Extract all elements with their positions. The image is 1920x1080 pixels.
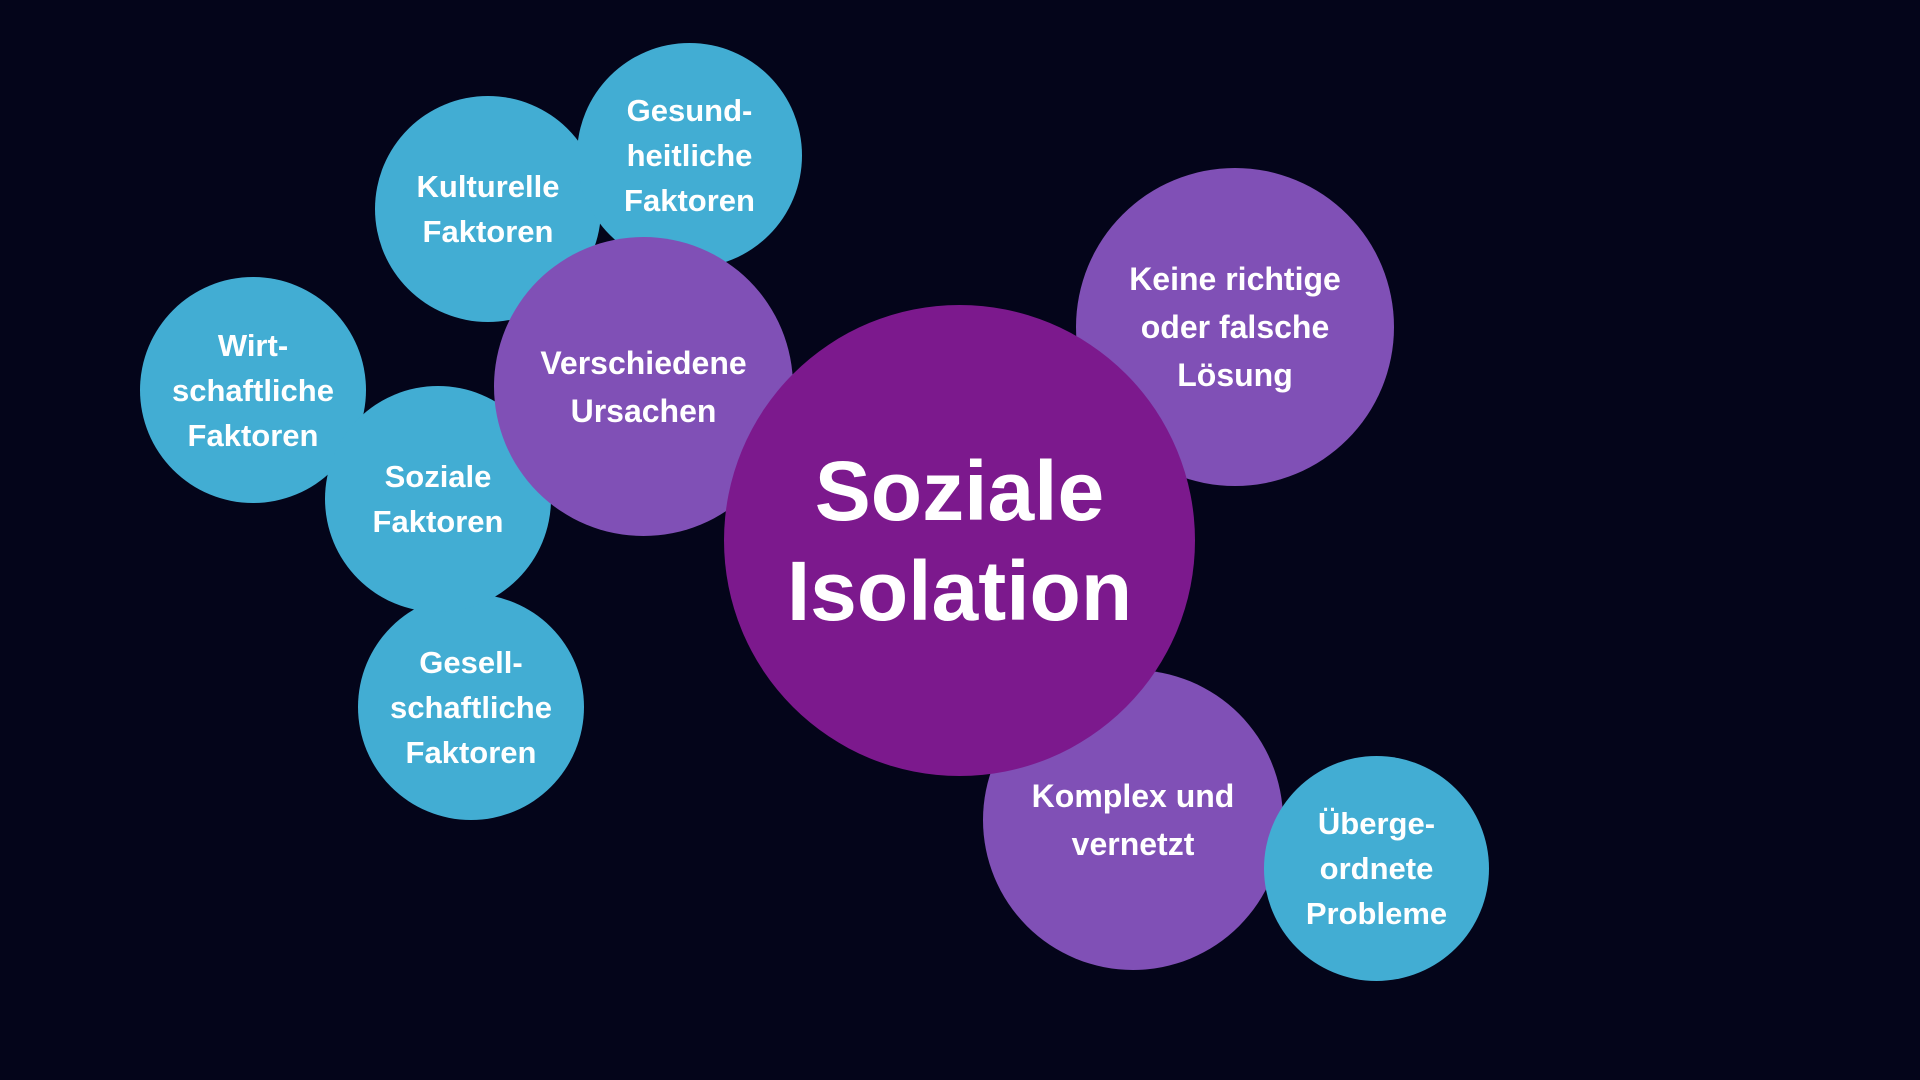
bubble-label: Verschiedene Ursachen — [540, 344, 747, 429]
bubble-label: Gesund- heitliche Faktoren — [624, 93, 755, 218]
central-topic-bubble: Soziale Isolation — [724, 305, 1195, 776]
central-topic-label: Soziale Isolation — [786, 443, 1133, 638]
bubble-label: Überge- ordnete Probleme — [1305, 806, 1448, 931]
bubble-gesundheitliche-faktoren: Gesund- heitliche Faktoren — [577, 43, 802, 268]
bubble-uebergeordnete-probleme: Überge- ordnete Probleme — [1264, 756, 1489, 981]
bubble-label: Gesell- schaftliche Faktoren — [390, 644, 552, 770]
bubble-label: Komplex und vernetzt — [1031, 778, 1235, 862]
bubble-wirtschaftliche-faktoren: Wirt- schaftliche Faktoren — [140, 277, 366, 503]
bubble-label: Wirt- schaftliche Faktoren — [172, 327, 334, 453]
bubble-label: Keine richtige oder falsche Lösung — [1129, 261, 1341, 393]
bubble-label: Soziale Faktoren — [372, 459, 504, 539]
bubble-kulturelle-faktoren: Kulturelle Faktoren — [375, 96, 601, 322]
bubble-gesellschaftliche-faktoren: Gesell- schaftliche Faktoren — [358, 594, 584, 820]
bubble-label: Kulturelle Faktoren — [416, 169, 560, 249]
